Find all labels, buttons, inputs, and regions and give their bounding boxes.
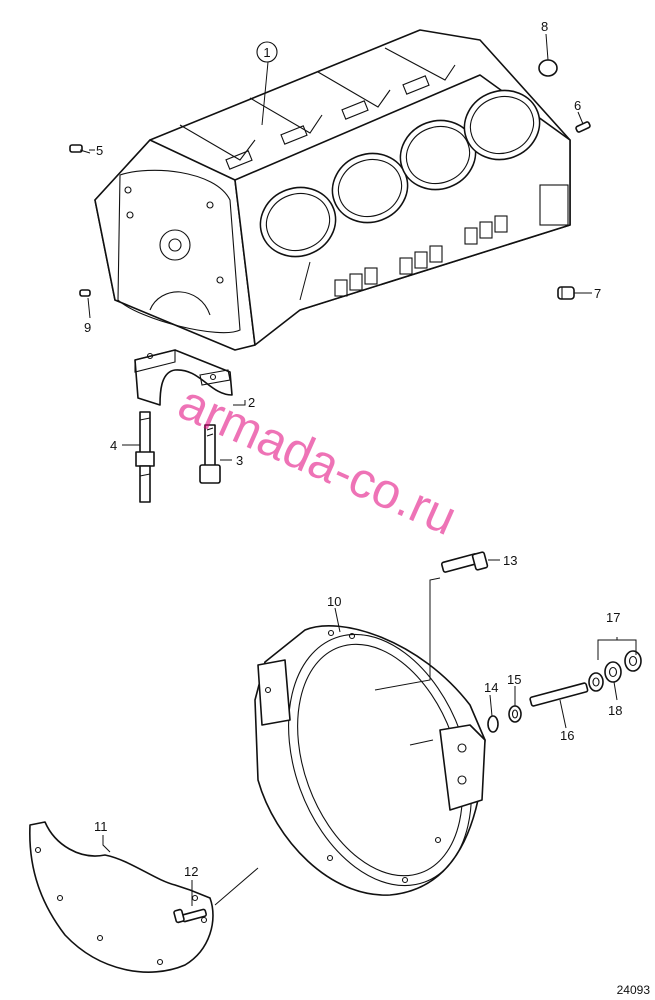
cylinder-block[interactable]	[94, 29, 571, 351]
callout-5: 5	[96, 143, 103, 158]
flywheel-housing[interactable]	[254, 609, 504, 911]
pin-part-6[interactable]	[575, 121, 591, 133]
callout-10: 10	[327, 594, 341, 609]
callout-12: 12	[184, 864, 198, 879]
callout-18: 18	[608, 703, 622, 718]
callout-13: 13	[503, 553, 517, 568]
washer-part-18[interactable]	[604, 661, 622, 683]
main-bearing-cap[interactable]	[134, 349, 233, 406]
leader-lines	[79, 33, 637, 906]
nut-part-17[interactable]	[588, 650, 642, 692]
callout-1: 1	[256, 41, 278, 63]
stud-part-16[interactable]	[529, 682, 589, 707]
callout-1-label: 1	[263, 45, 270, 60]
cover-bolt[interactable]	[173, 908, 207, 924]
cover-plate[interactable]	[29, 821, 214, 973]
callout-14: 14	[484, 680, 498, 695]
main-bearing-bolt[interactable]	[199, 424, 221, 484]
callout-2: 2	[248, 395, 255, 410]
plug-part-8[interactable]	[538, 59, 558, 77]
callout-4: 4	[110, 438, 117, 453]
pin-part-5[interactable]	[69, 144, 83, 153]
callout-3: 3	[236, 453, 243, 468]
callout-7: 7	[594, 286, 601, 301]
housing-bolt[interactable]	[440, 551, 489, 573]
callout-11: 11	[94, 819, 108, 834]
callout-17: 17	[606, 610, 620, 625]
callout-16: 16	[560, 728, 574, 743]
washer-part-15[interactable]	[508, 705, 522, 723]
figure-number: 24093	[617, 983, 651, 997]
main-bearing-stud[interactable]	[135, 411, 155, 503]
washer-part-14[interactable]	[487, 715, 499, 733]
plug-part-7[interactable]	[557, 286, 575, 300]
pin-part-9[interactable]	[79, 289, 91, 297]
callout-6: 6	[574, 98, 581, 113]
callout-8: 8	[541, 19, 548, 34]
callout-9: 9	[84, 320, 91, 335]
callout-15: 15	[507, 672, 521, 687]
